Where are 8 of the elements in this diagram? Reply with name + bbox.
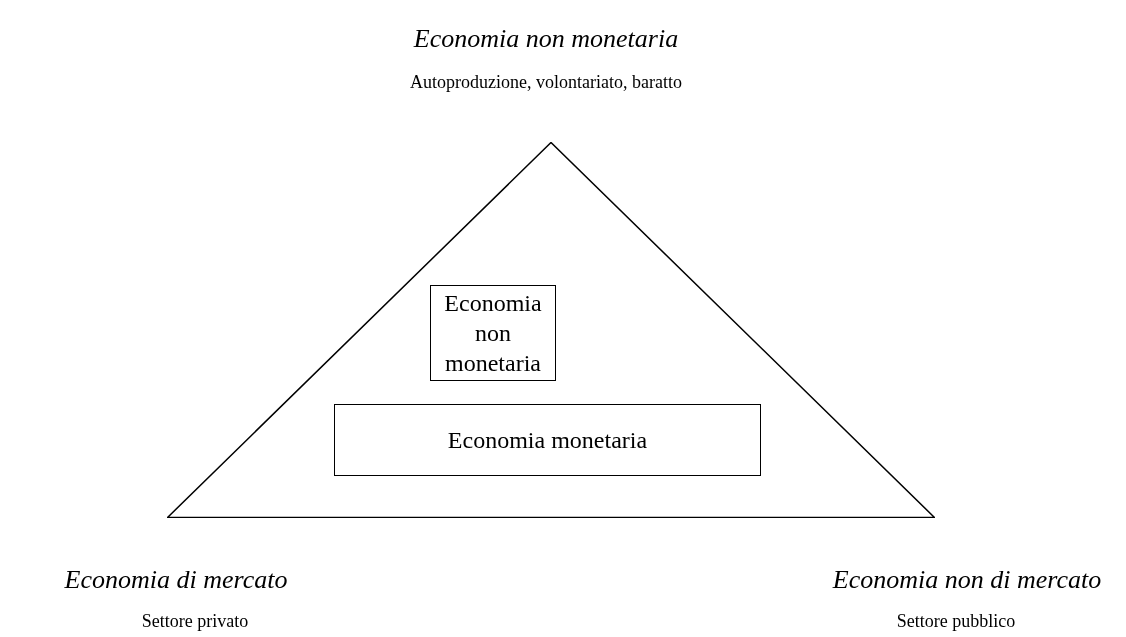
corner-heading: Economia non di mercato [832, 565, 1102, 595]
text-box: Economia non monetaria [430, 285, 556, 381]
corner-subheading: Settore pubblico [896, 611, 1016, 632]
heading: Economia non monetaria [413, 24, 679, 54]
corner-subheading: Settore privato [141, 611, 249, 632]
subheading: Autoproduzione, volontariato, baratto [410, 72, 682, 93]
corner-heading: Economia di mercato [64, 565, 288, 595]
text-box: Economia monetaria [334, 404, 761, 476]
